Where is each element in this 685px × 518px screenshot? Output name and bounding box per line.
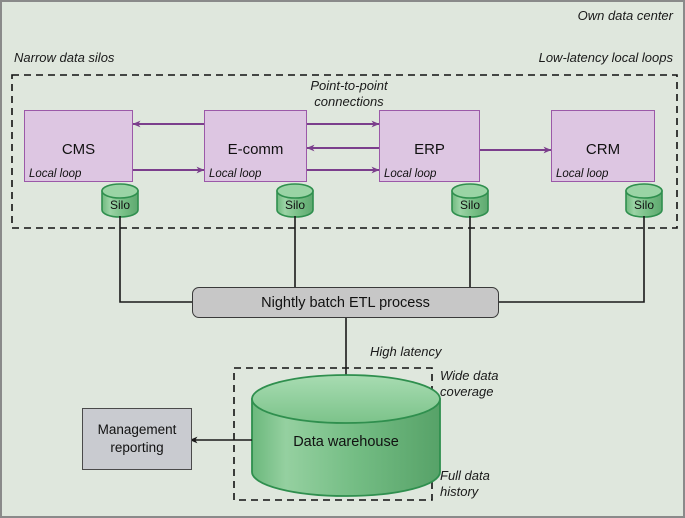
system-box-cms[interactable]: CMS Local loop: [24, 110, 133, 182]
point-to-point-connections-label: Point-to-point connections: [310, 78, 388, 110]
system-box-ecomm[interactable]: E-comm Local loop: [204, 110, 307, 182]
silo-label-cms: Silo: [109, 198, 130, 212]
system-label-crm: CRM: [585, 141, 621, 158]
silo-label-erp: Silo: [459, 198, 480, 212]
data-warehouse-cylinder: [251, 374, 441, 497]
local-loop-label-crm: Local loop: [556, 168, 609, 180]
local-loop-label-erp: Local loop: [384, 168, 437, 180]
system-label-cms: CMS: [61, 141, 96, 158]
silo-cms[interactable]: Silo: [102, 184, 138, 216]
system-box-crm[interactable]: CRM Local loop: [551, 110, 655, 182]
low-latency-local-loops-label: Low-latency local loops: [538, 50, 673, 65]
wide-data-coverage-label: Wide data coverage: [440, 368, 499, 400]
silo-ecomm[interactable]: Silo: [277, 184, 313, 216]
silo-to-etl-connectors: [119, 216, 645, 303]
local-loop-label-ecomm: Local loop: [209, 168, 262, 180]
system-label-ecomm: E-comm: [227, 141, 284, 158]
silo-crm[interactable]: Silo: [626, 184, 662, 216]
local-loop-label-cms: Local loop: [29, 168, 82, 180]
data-warehouse-label: Data warehouse: [293, 434, 399, 450]
high-latency-label: High latency: [370, 344, 442, 359]
silo-cylinder-erp: [451, 183, 489, 218]
own-data-center-label: Own data center: [577, 8, 673, 23]
narrow-data-silos-label: Narrow data silos: [14, 50, 115, 65]
silo-label-crm: Silo: [633, 198, 654, 212]
management-reporting-box[interactable]: Management reporting: [82, 408, 192, 470]
etl-process-box[interactable]: Nightly batch ETL process: [192, 287, 499, 318]
system-label-erp: ERP: [414, 141, 445, 158]
silo-cylinder-crm: [625, 183, 663, 218]
full-data-history-label: Full data history: [440, 468, 490, 500]
silo-cylinder-ecomm: [276, 183, 314, 218]
system-box-erp[interactable]: ERP Local loop: [379, 110, 480, 182]
silo-label-ecomm: Silo: [284, 198, 305, 212]
silo-erp[interactable]: Silo: [452, 184, 488, 216]
data-warehouse[interactable]: Data warehouse: [252, 382, 440, 472]
silo-cylinder-cms: [101, 183, 139, 218]
